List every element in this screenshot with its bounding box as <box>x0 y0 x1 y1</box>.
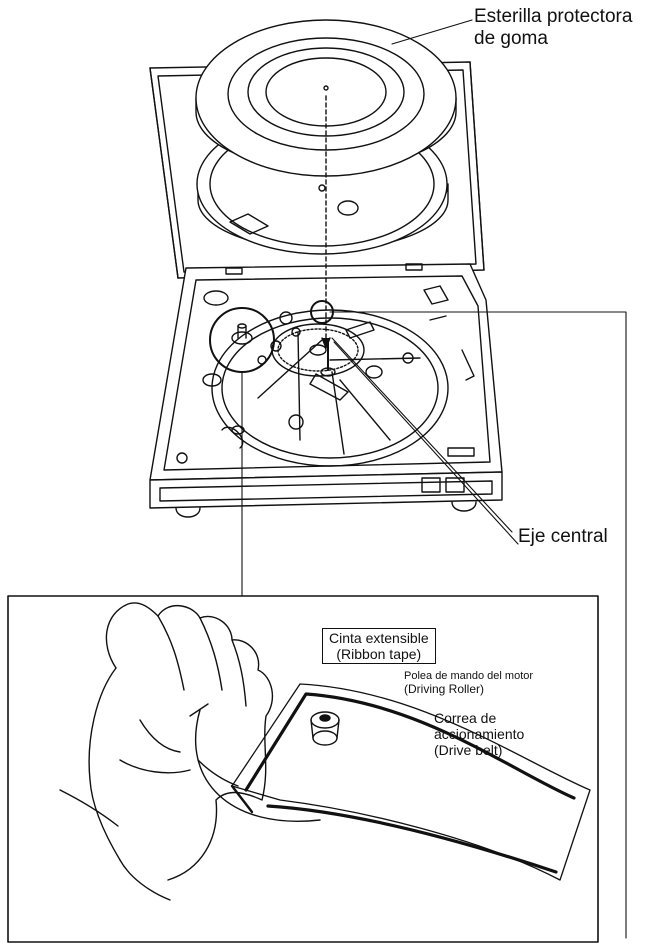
drive-belt-label: Correa de accionamiento (Drive belt) <box>434 710 524 758</box>
rubber-mat-label: Esterilla protectora de goma <box>474 6 632 50</box>
platter-mechanism <box>202 309 449 467</box>
ribbon-tape-label-line1: Cinta extensible <box>329 630 429 646</box>
drive-belt-label-line3: (Drive belt) <box>434 742 503 759</box>
driving-roller-label-line1: Polea de mando del motor <box>404 670 534 682</box>
drive-belt-label-line2: accionamiento <box>434 726 525 743</box>
ribbon-tape-label: Cinta extensible (Ribbon tape) <box>322 628 436 665</box>
rubber-mat-label-line1: Esterilla protectora <box>474 6 633 27</box>
rubber-mat-label-line2: de goma <box>474 27 548 49</box>
center-axis-arrow <box>321 337 331 349</box>
detail-inset <box>7 595 599 943</box>
ribbon-tape-label-line2: (Ribbon tape) <box>336 646 422 663</box>
driving-roller-label: Polea de mando del motor (Driving Roller… <box>404 670 533 696</box>
driving-roller-label-line2: (Driving Roller) <box>404 681 485 696</box>
drive-belt-label-line1: Correa de <box>434 710 497 726</box>
center-shaft-label: Eje central <box>518 526 608 547</box>
